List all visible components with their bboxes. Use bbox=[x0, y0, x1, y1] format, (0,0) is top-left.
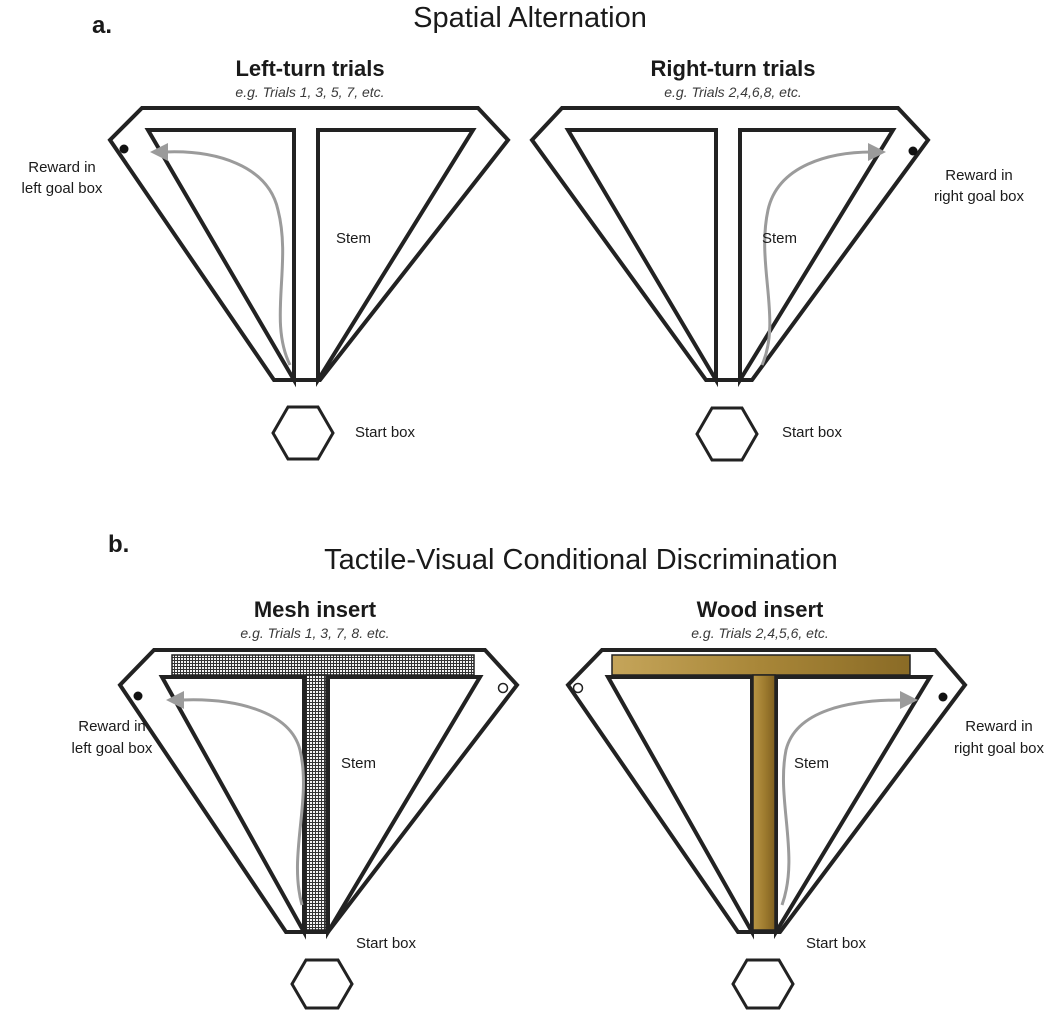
maze-subtitle: e.g. Trials 1, 3, 5, 7, etc. bbox=[235, 84, 384, 100]
route-arrow bbox=[166, 691, 305, 906]
reward-label-line2: left goal box bbox=[22, 180, 103, 197]
stem-label: Stem bbox=[762, 230, 797, 247]
maze-title: Mesh insert bbox=[254, 597, 377, 622]
mesh-insert bbox=[171, 654, 475, 931]
maze-title: Left-turn trials bbox=[235, 56, 384, 81]
maze-title: Wood insert bbox=[697, 597, 824, 622]
empty-goal-dot bbox=[497, 682, 509, 694]
route-arrow bbox=[780, 691, 918, 906]
reward-label-line1: Reward in bbox=[78, 718, 146, 735]
maze-mesh-insert: Mesh insert e.g. Trials 1, 3, 7, 8. etc.… bbox=[72, 597, 520, 1010]
maze-outline bbox=[565, 648, 968, 940]
start-box bbox=[290, 958, 354, 1010]
reward-label-line1: Reward in bbox=[28, 159, 96, 176]
panel-a: a. Spatial Alternation Left-turn trials … bbox=[22, 2, 1025, 462]
start-box bbox=[731, 958, 795, 1010]
reward-dot bbox=[133, 691, 143, 701]
start-box-label: Start box bbox=[355, 424, 416, 441]
panel-b-title: Tactile-Visual Conditional Discriminatio… bbox=[324, 544, 838, 576]
reward-dot bbox=[938, 692, 948, 702]
maze-outline bbox=[117, 648, 520, 940]
maze-subtitle: e.g. Trials 1, 3, 7, 8. etc. bbox=[240, 625, 389, 641]
maze-title: Right-turn trials bbox=[651, 56, 816, 81]
route-arrow bbox=[150, 143, 292, 366]
maze-right-turn: Right-turn trials e.g. Trials 2,4,6,8, e… bbox=[529, 56, 1025, 462]
panel-b: b. Tactile-Visual Conditional Discrimina… bbox=[72, 531, 1045, 1010]
panel-a-title: Spatial Alternation bbox=[413, 2, 647, 34]
maze-outline bbox=[107, 106, 511, 388]
reward-label-line2: right goal box bbox=[934, 188, 1025, 205]
maze-wood-insert: Wood insert e.g. Trials 2,4,5,6, etc. Re… bbox=[565, 597, 1045, 1010]
reward-dot bbox=[908, 146, 918, 156]
panel-b-letter: b. bbox=[108, 531, 129, 558]
start-box bbox=[271, 405, 335, 461]
maze-subtitle: e.g. Trials 2,4,5,6, etc. bbox=[691, 625, 828, 641]
reward-label-line1: Reward in bbox=[965, 718, 1033, 735]
maze-outline bbox=[529, 106, 931, 388]
stem-label: Stem bbox=[794, 755, 829, 772]
panel-a-letter: a. bbox=[92, 12, 112, 39]
stem-label: Stem bbox=[336, 230, 371, 247]
start-box bbox=[695, 406, 759, 462]
maze-left-turn: Left-turn trials e.g. Trials 1, 3, 5, 7,… bbox=[22, 56, 511, 461]
route-arrow bbox=[760, 143, 886, 366]
start-box-label: Start box bbox=[806, 935, 867, 952]
start-box-label: Start box bbox=[356, 935, 417, 952]
start-box-label: Start box bbox=[782, 424, 843, 441]
reward-label-line1: Reward in bbox=[945, 167, 1013, 184]
wood-insert bbox=[611, 654, 911, 931]
maze-subtitle: e.g. Trials 2,4,6,8, etc. bbox=[664, 84, 801, 100]
reward-dot bbox=[119, 144, 129, 154]
empty-goal-dot bbox=[572, 682, 584, 694]
reward-label-line2: right goal box bbox=[954, 740, 1045, 757]
stem-label: Stem bbox=[341, 755, 376, 772]
reward-label-line2: left goal box bbox=[72, 740, 153, 757]
